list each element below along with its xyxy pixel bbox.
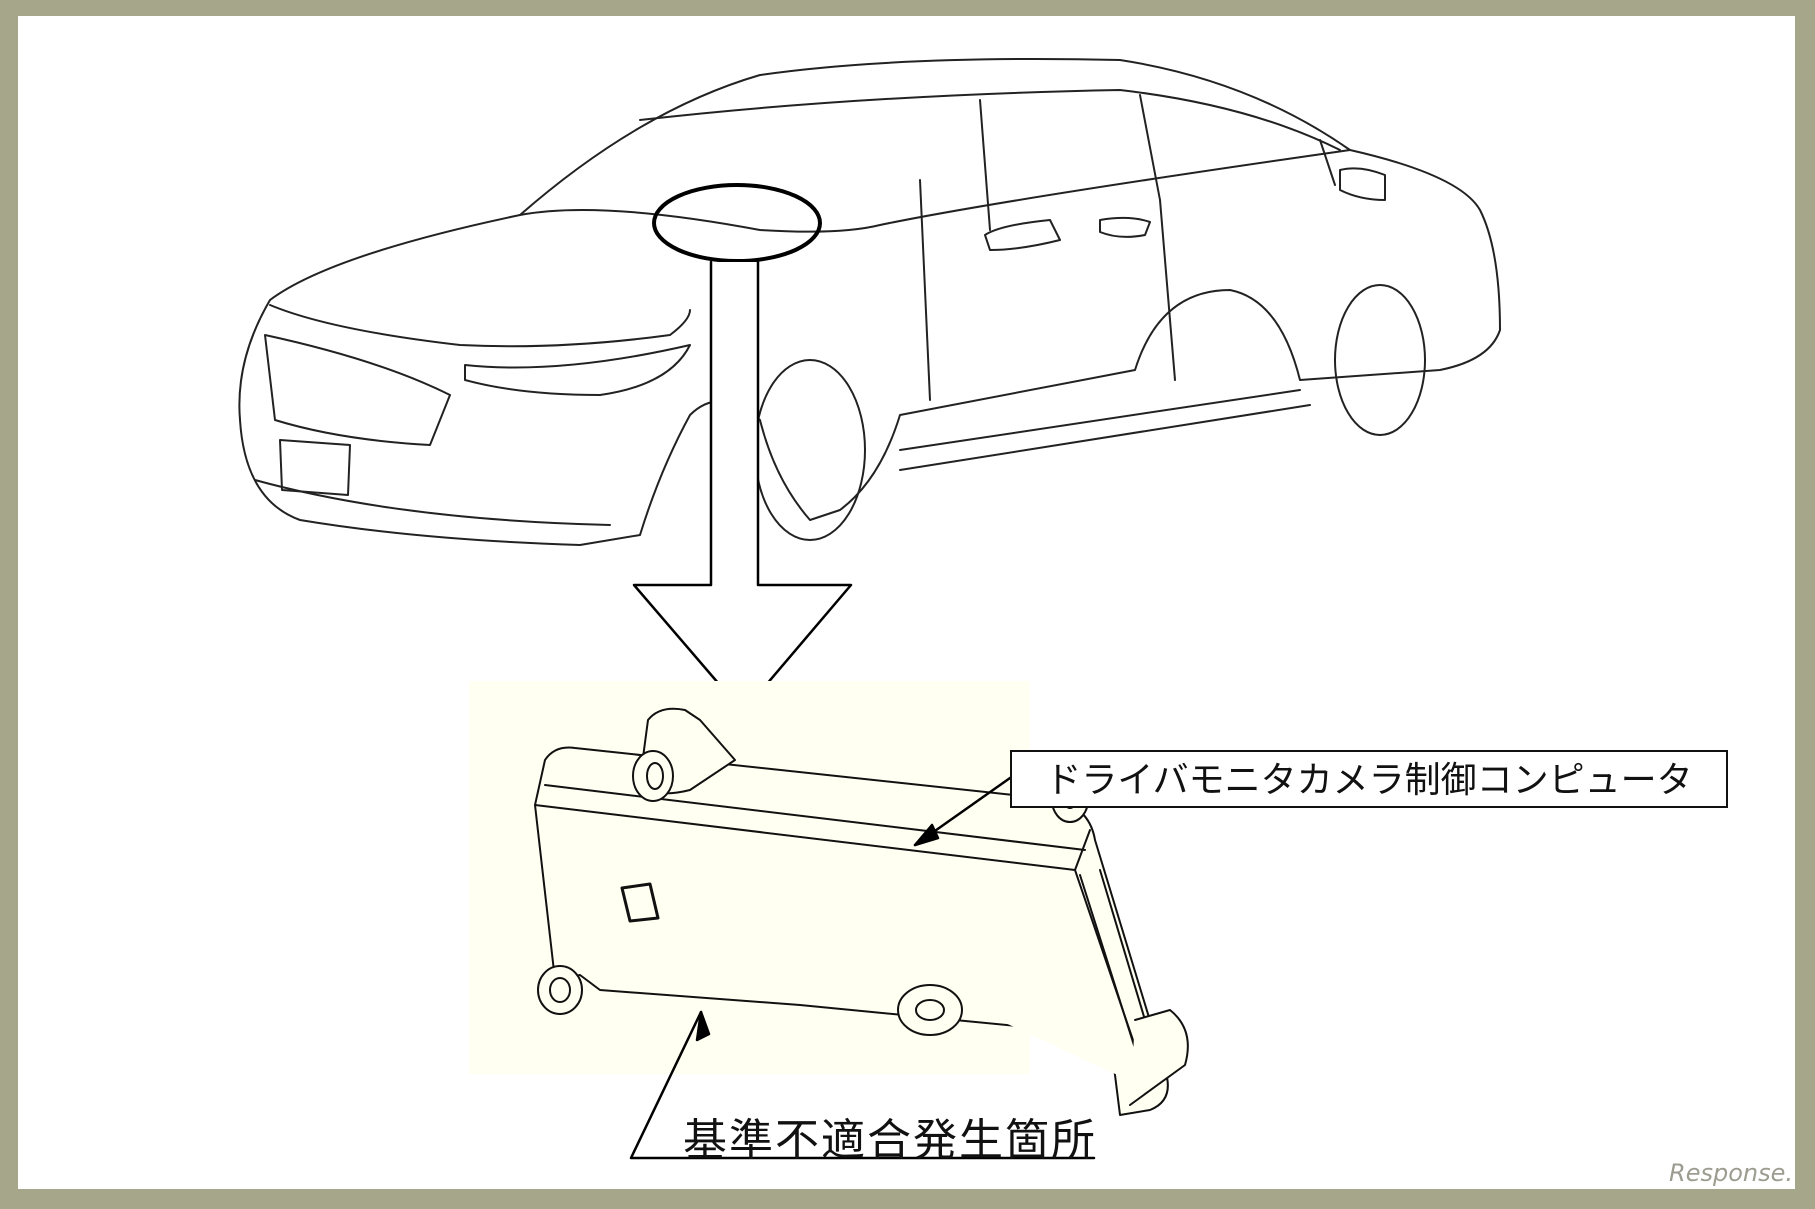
location-highlight-oval (652, 183, 822, 263)
zoom-arrow (632, 260, 853, 714)
control-unit-illustration (534, 707, 1189, 1116)
response-watermark: Response. (1669, 1159, 1793, 1187)
component-label: ドライバモニタカメラ制御コンピュータ (1045, 760, 1693, 801)
leader-lines (629, 776, 1096, 1160)
car-illustration (238, 58, 1501, 546)
component-label-box: ドライバモニタカメラ制御コンピュータ (1010, 750, 1728, 808)
defect-location-label: 基準不適合発生箇所 (683, 1115, 1097, 1166)
